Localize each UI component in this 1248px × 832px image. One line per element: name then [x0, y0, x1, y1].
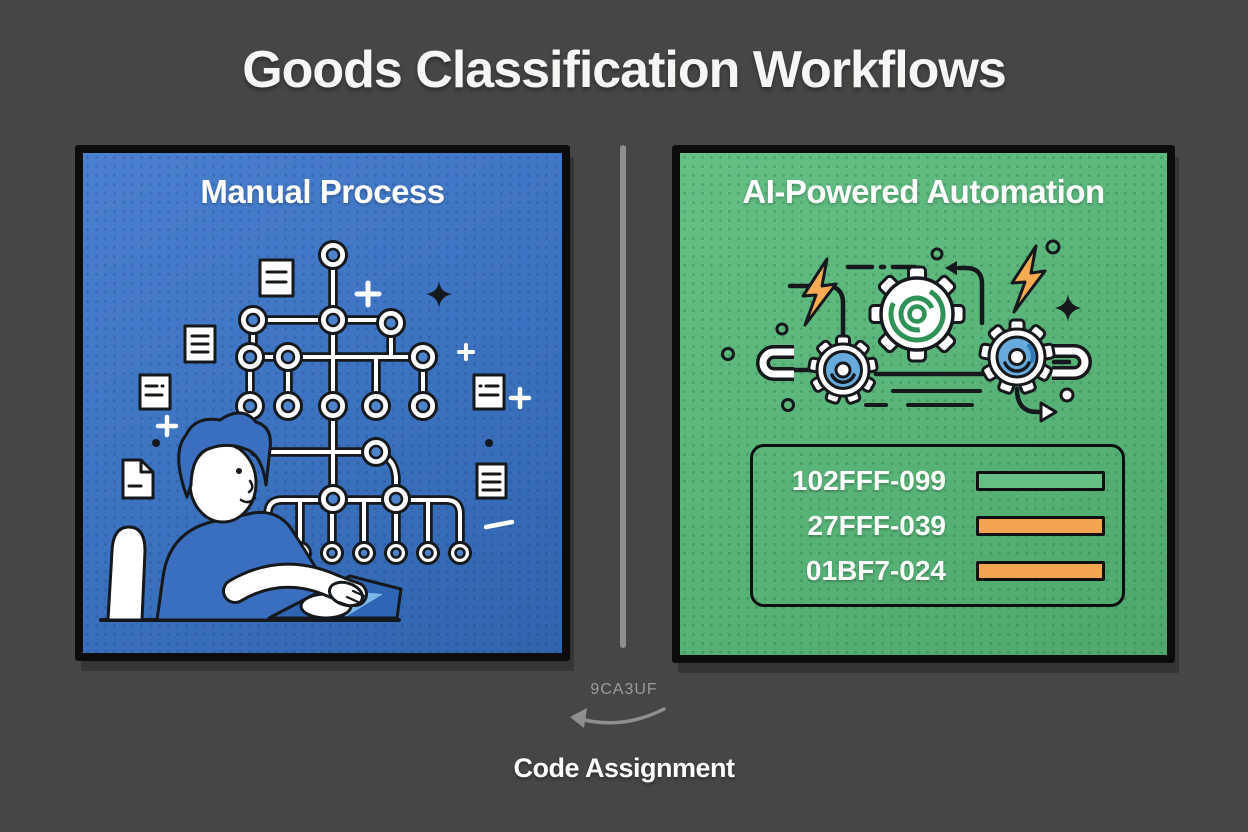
ai-automation-title: AI-Powered Automation [742, 173, 1105, 210]
code-list: 102FFF-099 27FFF-039 01BF7-024 [750, 444, 1125, 607]
divider-line [620, 145, 626, 648]
code-row: 27FFF-039 [765, 508, 1105, 544]
ai-automation-panel: AI-Powered Automation [672, 145, 1175, 663]
curved-arrow-icon [570, 707, 666, 728]
code-row: 01BF7-024 [765, 553, 1105, 589]
handwritten-annotation: 9CA3UF [590, 681, 658, 698]
page-title: Goods Classification Workflows [242, 41, 1007, 99]
manual-process-illustration [99, 240, 532, 622]
caption: Code Assignment [513, 753, 735, 783]
code-label: 27FFF-039 [807, 509, 947, 541]
code-confidence-bar [976, 560, 1105, 581]
code-label: 01BF7-024 [805, 554, 946, 586]
code-row: 102FFF-099 [765, 463, 1105, 499]
person-at-laptop [99, 411, 403, 622]
sparkle-accents [152, 280, 532, 530]
flow-pipes [787, 264, 1072, 415]
code-confidence-bar [976, 515, 1105, 536]
gear-large-icon [868, 265, 966, 363]
document-icons [121, 258, 508, 500]
code-label: 102FFF-099 [791, 464, 946, 496]
code-confidence-bar [976, 470, 1105, 491]
lightning-bolt-icons [801, 244, 1047, 327]
forward-arrowhead-icon [1039, 401, 1058, 423]
gear-right-icon [978, 318, 1056, 395]
manual-process-title: Manual Process [200, 173, 445, 210]
decision-tree [235, 240, 472, 565]
dot-accents [721, 239, 1075, 412]
manual-process-panel: Manual Process [75, 145, 570, 661]
left-arrowhead-icon [945, 261, 957, 275]
gears-illustration [721, 239, 1092, 423]
gear-left-icon [807, 334, 879, 405]
sparkle-icon [1055, 294, 1081, 322]
magnet-icons [756, 344, 1092, 381]
